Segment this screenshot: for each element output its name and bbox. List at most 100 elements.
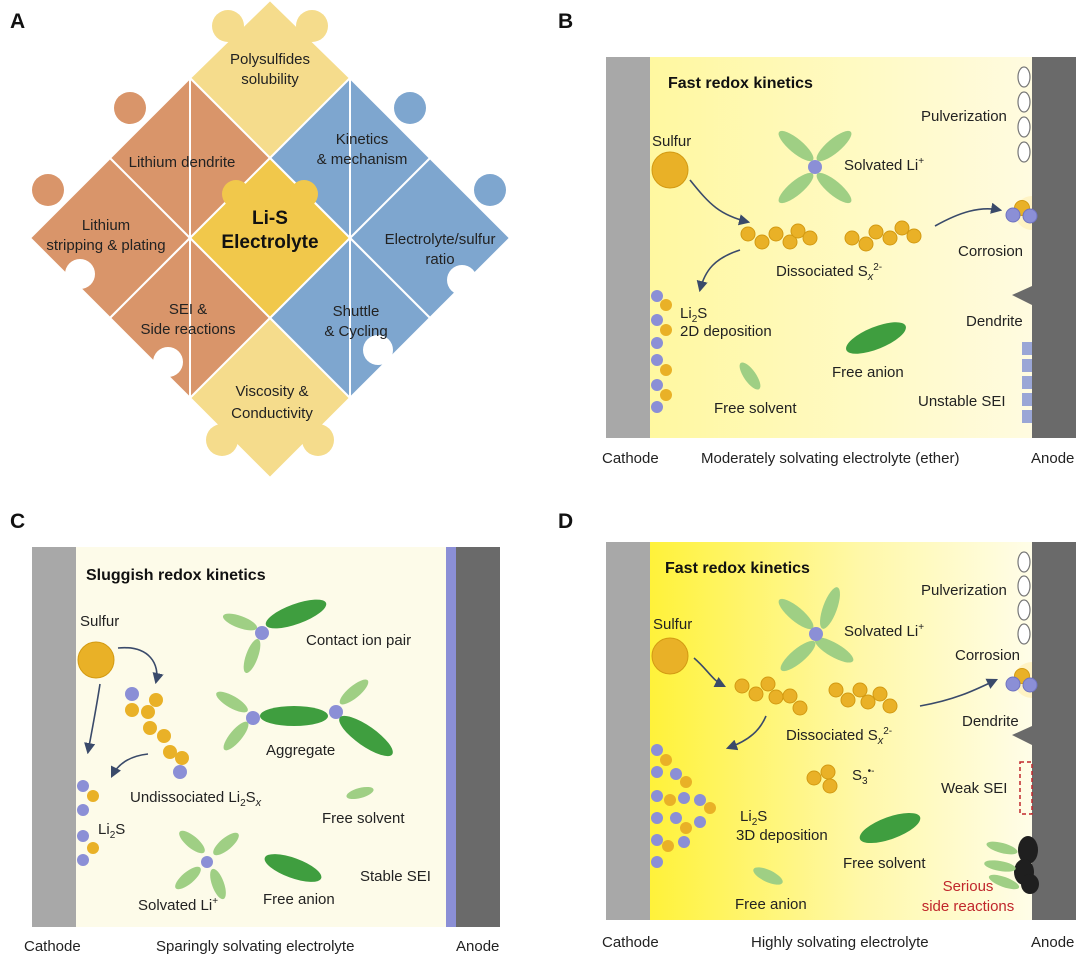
free-anion-shape <box>846 322 906 354</box>
electrolyte-region <box>76 547 446 927</box>
puzzle-label-right-2: ratio <box>425 251 454 268</box>
sulfur-label: Sulfur <box>80 613 119 630</box>
s3-label: S3•- <box>852 766 874 787</box>
panel-a: A <box>10 0 512 480</box>
anode-label: Anode <box>456 938 499 955</box>
puzzle-label-lower-left-2: Side reactions <box>140 321 235 338</box>
puzzle-hole <box>153 347 183 377</box>
pulverization-label: Pulverization <box>921 108 1007 125</box>
free-solvent-label: Free solvent <box>714 400 797 417</box>
puzzle-label-left-1: Lithium <box>82 217 130 234</box>
deposition-label: 3D deposition <box>736 827 828 844</box>
li2s-3d-deposition <box>651 744 716 868</box>
pulverization-label: Pulverization <box>921 582 1007 599</box>
free-anion-label: Free anion <box>735 896 807 913</box>
arrow <box>919 678 999 707</box>
puzzle-label-bottom-2: Conductivity <box>231 405 313 422</box>
anode-bar <box>456 547 500 927</box>
panel-d: D Fast redox kinetics Sulfur <box>558 510 1076 951</box>
puzzle-knob <box>296 10 328 42</box>
sulfur-particle <box>77 641 115 679</box>
panel-b-letter: B <box>558 10 573 33</box>
aggregate <box>216 679 393 757</box>
li2s-deposition <box>651 290 672 413</box>
anode-bar <box>1012 542 1076 920</box>
puzzle-knob <box>206 424 238 456</box>
solvated-li-label: Solvated Li+ <box>844 622 924 640</box>
polysulfide-chain <box>734 676 808 716</box>
puzzle-label-lower-right-1: Shuttle <box>333 303 380 320</box>
free-solvent-label: Free solvent <box>843 855 926 872</box>
puzzle <box>28 0 512 480</box>
free-solvent-label: Free solvent <box>322 810 405 827</box>
free-solvent-shape <box>859 812 921 844</box>
panel-c: C Sluggish redox kinetics Sulfur Undisso… <box>10 510 500 955</box>
cathode-label: Cathode <box>602 934 659 951</box>
arrow <box>934 202 1003 227</box>
cathode-bar <box>606 542 650 920</box>
puzzle-hole <box>65 259 95 289</box>
undissociated-li2sx <box>125 687 189 779</box>
aggregate-label: Aggregate <box>266 742 335 759</box>
solvated-li-cluster <box>778 587 854 672</box>
puzzle-label-lower-right-2: & Cycling <box>324 323 387 340</box>
arrow <box>84 683 101 755</box>
arrow <box>693 657 727 688</box>
free-anion-label: Free anion <box>263 891 335 908</box>
free-anion-shape <box>264 854 322 882</box>
panel-a-letter: A <box>10 10 25 33</box>
anode-label: Anode <box>1031 934 1074 951</box>
lithium-atom <box>1005 207 1021 223</box>
dendrite-label: Dendrite <box>966 313 1023 330</box>
free-solvent-shape <box>739 362 761 390</box>
puzzle-label-center-1: Li-S <box>252 208 288 229</box>
puzzle-knob <box>114 92 146 124</box>
solvated-li-label: Solvated Li+ <box>844 156 924 174</box>
corrosion-label: Corrosion <box>955 647 1020 664</box>
puzzle-label-bottom-1: Viscosity & <box>235 383 308 400</box>
polysulfide-chain <box>844 220 922 252</box>
stable-sei-layer <box>446 547 456 927</box>
pulverization-blobs <box>1017 551 1031 645</box>
title: Fast redox kinetics <box>668 75 813 92</box>
puzzle-knob <box>394 92 426 124</box>
serious-label-2: side reactions <box>922 898 1015 915</box>
dissociated-label: Dissociated Sx2- <box>776 262 882 283</box>
solvated-li-label: Solvated Li+ <box>138 896 218 914</box>
puzzle-label-center-2: Electrolyte <box>221 232 318 253</box>
anode-label: Anode <box>1031 450 1074 467</box>
arrow <box>110 753 149 779</box>
contact-ion-pair-label: Contact ion pair <box>306 632 411 649</box>
weak-sei-outline <box>1019 761 1033 815</box>
arrow <box>117 647 164 685</box>
puzzle-fill <box>108 75 191 241</box>
cathode-label: Cathode <box>24 938 81 955</box>
sulfur-label: Sulfur <box>653 616 692 633</box>
contact-ion-pair <box>222 599 327 674</box>
puzzle-label-lower-left-1: SEI & <box>169 301 207 318</box>
panel-d-letter: D <box>558 510 573 533</box>
electrolyte-label: Highly solvating electrolyte <box>751 934 929 951</box>
polysulfide-chain <box>740 223 818 250</box>
electrolyte-label: Sparingly solvating electrolyte <box>156 938 354 955</box>
panel-b: B Fast redox kinetics Sulfur <box>558 10 1076 467</box>
dendrite-label: Dendrite <box>962 713 1019 730</box>
puzzle-knob <box>290 180 318 208</box>
puzzle-label-top-2: solubility <box>241 71 299 88</box>
stable-sei-label: Stable SEI <box>360 868 431 885</box>
unstable-sei-label: Unstable SEI <box>918 393 1006 410</box>
polysulfide-chain <box>828 682 898 714</box>
puzzle-label-top-1: Polysulfides <box>230 51 310 68</box>
puzzle-hole <box>447 265 477 295</box>
solvated-li-cluster <box>778 130 852 204</box>
puzzle-knob <box>474 174 506 206</box>
li2s-label: Li2S <box>98 821 125 841</box>
sulfur-particle <box>651 637 689 675</box>
cathode-bar <box>606 57 650 438</box>
sulfur-label: Sulfur <box>652 133 691 150</box>
deposition-label: 2D deposition <box>680 323 772 340</box>
li2s-label: Li2S <box>740 808 767 828</box>
puzzle-knob <box>32 174 64 206</box>
pulverization-blobs <box>1017 66 1031 163</box>
